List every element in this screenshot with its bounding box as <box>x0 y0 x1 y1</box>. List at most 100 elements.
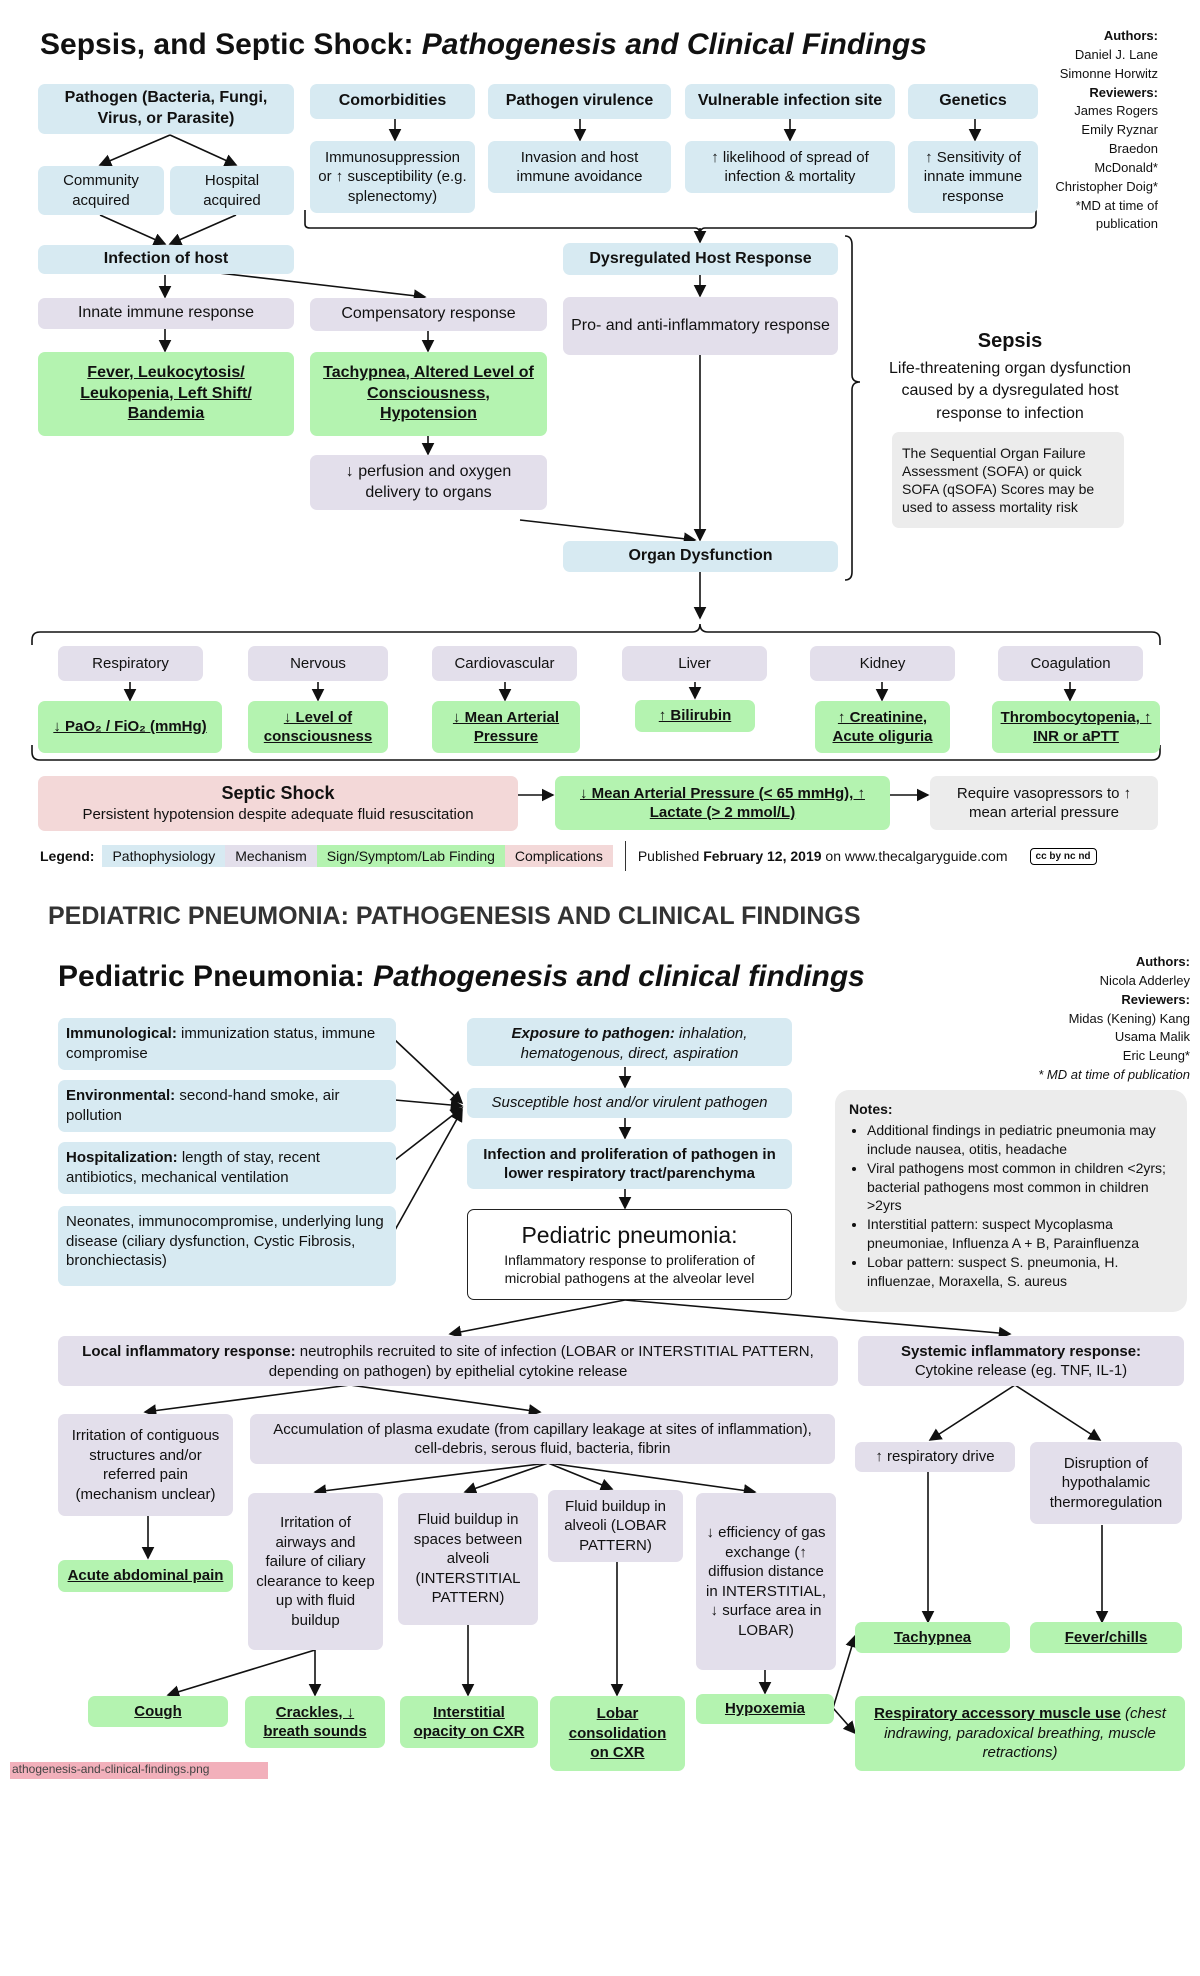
septic-shock-definition: Persistent hypotension despite adequate … <box>82 806 474 824</box>
lobar-consolidation-finding: Lobar consolidation on CXR <box>550 1696 685 1771</box>
authors-label: Authors: <box>1103 28 1158 43</box>
sepsis-title: Sepsis, and Septic Shock: Pathogenesis a… <box>40 28 927 62</box>
reviewer-name: James Rogers <box>1074 103 1158 119</box>
reviewer-name: Usama Malik <box>1114 1029 1190 1045</box>
irritation-airways-box: Irritation of airways and failure of cil… <box>248 1493 383 1650</box>
cc-license-icon: cc by nc nd <box>1029 847 1097 865</box>
systemic-inflammatory-box: Systemic inflammatory response: Cytokine… <box>858 1336 1184 1386</box>
risk-underlying: Neonates, immunocompromise, underlying l… <box>58 1206 396 1286</box>
compensatory-response-box: Compensatory response <box>310 298 547 331</box>
note-item: Additional findings in pediatric pneumon… <box>867 1121 1173 1159</box>
finding-pao2: ↓ PaO₂ / FiO₂ (mmHg) <box>38 701 222 753</box>
author-name: Nicola Adderley <box>1099 972 1190 988</box>
finding-coagulation: Thrombocytopenia, ↑ INR or aPTT <box>992 701 1160 753</box>
local-text: neutrophils recruited to site of infecti… <box>268 1343 814 1380</box>
risk-label: Immunological: <box>66 1025 177 1042</box>
finding-creatinine: ↑ Creatinine, Acute oliguria <box>815 701 950 753</box>
reviewer-name: Midas (Kening) Kang <box>1068 1010 1190 1026</box>
finding-bilirubin: ↑ Bilirubin <box>635 700 755 732</box>
accessory-label: Respiratory accessory muscle use <box>874 1705 1121 1722</box>
genetics-box: Genetics <box>908 84 1038 119</box>
legend-divider <box>624 841 626 871</box>
pneumonia-title-italic: Pathogenesis and clinical findings <box>373 960 865 993</box>
hypoxemia-finding: Hypoxemia <box>696 1694 834 1724</box>
risk-immunological: Immunological: immunization status, immu… <box>58 1018 396 1070</box>
organ-liver: Liver <box>622 646 767 681</box>
local-label: Local inflammatory response: <box>82 1343 296 1360</box>
tachypnea-hypotension-box: Tachypnea, Altered Level of Consciousnes… <box>310 352 547 436</box>
reviewer-note: publication <box>1095 216 1158 232</box>
notes-box: Notes: Additional findings in pediatric … <box>835 1090 1187 1312</box>
author-name: Simonne Horwitz <box>1059 65 1158 81</box>
pneumonia-title-main: Pediatric Pneumonia: <box>58 960 374 993</box>
exposure-text: inhalation, hematogenous, direct, aspira… <box>520 1025 748 1062</box>
gas-exchange-box: ↓ efficiency of gas exchange (↑ diffusio… <box>696 1493 836 1670</box>
organ-coagulation: Coagulation <box>998 646 1143 681</box>
tachypnea-finding: Tachypnea <box>855 1622 1010 1653</box>
local-inflammatory-box: Local inflammatory response: neutrophils… <box>58 1336 838 1386</box>
exposure-label: Exposure to pathogen: <box>511 1025 675 1042</box>
central-title: Pediatric pneumonia: <box>521 1222 738 1249</box>
author-name: Daniel J. Lane <box>1074 46 1158 62</box>
irritation-contiguous-box: Irritation of contiguous structures and/… <box>58 1414 233 1516</box>
pediatric-pneumonia-box: Pediatric pneumonia: Inflammatory respon… <box>467 1209 792 1300</box>
cough-finding: Cough <box>88 1696 228 1727</box>
vasopressors-box: Require vasopressors to ↑ mean arterial … <box>930 776 1158 830</box>
septic-shock-title: Septic Shock <box>221 783 335 804</box>
reviewer-name: Emily Ryznar <box>1081 122 1158 138</box>
vulnerable-site-box: Vulnerable infection site <box>685 84 895 119</box>
reviewers-label: Reviewers: <box>1121 991 1190 1007</box>
susceptible-box: Susceptible host and/or virulent pathoge… <box>467 1088 792 1118</box>
reviewer-note: *MD at time of <box>1075 197 1158 213</box>
genetics-detail-box: ↑ Sensitivity of innate immune response <box>908 141 1038 213</box>
legend-mechanism: Mechanism <box>225 845 317 867</box>
septic-shock-box: Septic Shock Persistent hypotension desp… <box>38 776 518 831</box>
risk-text: second-hand smoke, air pollution <box>66 1087 340 1124</box>
organ-respiratory: Respiratory <box>58 646 203 681</box>
pathogen-box: Pathogen (Bacteria, Fungi, Virus, or Par… <box>38 84 294 134</box>
risk-hospitalization: Hospitalization: length of stay, recent … <box>58 1142 396 1194</box>
filename-tag: athogenesis-and-clinical-findings.png <box>10 1762 268 1779</box>
finding-consciousness: ↓ Level of consciousness <box>248 701 388 753</box>
pneumonia-title: Pediatric Pneumonia: Pathogenesis and cl… <box>58 960 865 994</box>
organ-nervous: Nervous <box>248 646 388 681</box>
note-item: Viral pathogens most common in children … <box>867 1159 1173 1216</box>
dysregulated-response-box: Dysregulated Host Response <box>563 243 838 275</box>
hospital-acquired-box: Hospital acquired <box>170 166 294 215</box>
fluid-alveoli-box: Fluid buildup in alveoli (LOBAR PATTERN) <box>548 1490 683 1562</box>
accessory-text: (chest indrawing, paradoxical breathing,… <box>884 1705 1166 1761</box>
risk-label: Hospitalization: <box>66 1149 178 1166</box>
reviewers-label: Reviewers: <box>1089 84 1158 100</box>
fever-leukocytosis-box: Fever, Leukocytosis/ Leukopenia, Left Sh… <box>38 352 294 436</box>
sofa-note: The Sequential Organ Failure Assessment … <box>892 432 1124 528</box>
infection-host-box: Infection of host <box>38 245 294 274</box>
respiratory-drive-box: ↑ respiratory drive <box>855 1442 1015 1472</box>
interstitial-opacity-finding: Interstitial opacity on CXR <box>400 1696 538 1748</box>
sepsis-credits: Authors: Daniel J. Lane Simonne Horwitz … <box>998 27 1158 234</box>
pro-anti-inflammatory-box: Pro- and anti-inflammatory response <box>563 297 838 355</box>
sepsis-title-main: Sepsis, and Septic Shock: <box>40 28 422 61</box>
sepsis-heading: Sepsis <box>977 330 1043 352</box>
comorbidities-detail-box: Immunosuppression or ↑ susceptibility (e… <box>310 141 475 213</box>
reviewer-name: Christopher Doig* <box>1055 178 1158 194</box>
perfusion-box: ↓ perfusion and oxygen delivery to organ… <box>310 455 547 510</box>
risk-text: Neonates, immunocompromise, underlying l… <box>66 1213 384 1269</box>
reviewer-name: Eric Leung* <box>1122 1048 1190 1064</box>
reviewer-name: Braedon <box>1108 141 1158 157</box>
section-heading: PEDIATRIC PNEUMONIA: PATHOGENESIS AND CL… <box>48 902 861 930</box>
note-item: Interstitial pattern: suspect Mycoplasma… <box>867 1215 1173 1253</box>
thermoregulation-box: Disruption of hypothalamic thermoregulat… <box>1030 1442 1182 1524</box>
virulence-box: Pathogen virulence <box>488 84 671 119</box>
risk-text: immunization status, immune compromise <box>66 1025 376 1062</box>
systemic-text: Cytokine release (eg. TNF, IL-1) <box>914 1362 1128 1379</box>
legend-pathophysiology: Pathophysiology <box>102 845 226 867</box>
fluid-spaces-box: Fluid buildup in spaces between alveoli … <box>398 1493 538 1625</box>
note-item: Lobar pattern: suspect S. pneumonia, H. … <box>867 1253 1173 1291</box>
vulnerable-detail-box: ↑ likelihood of spread of infection & mo… <box>685 141 895 193</box>
legend-complications: Complications <box>504 845 613 867</box>
map-lactate-box: ↓ Mean Arterial Pressure (< 65 mmHg), ↑ … <box>555 776 890 830</box>
sepsis-definition: Life-threatening organ dysfunction cause… <box>889 360 1131 422</box>
sepsis-title-italic: Pathogenesis and Clinical Findings <box>421 28 927 61</box>
accessory-muscle-finding: Respiratory accessory muscle use (chest … <box>855 1696 1185 1771</box>
